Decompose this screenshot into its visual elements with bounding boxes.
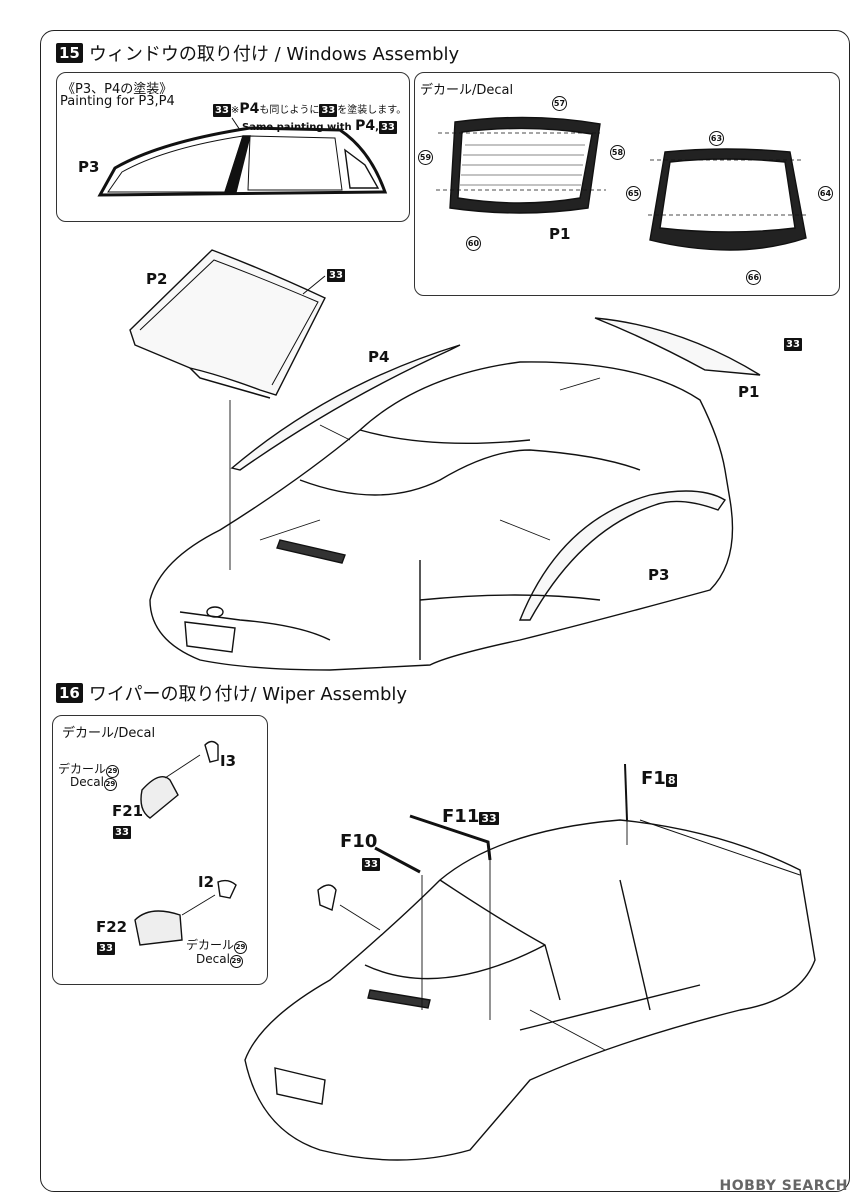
note-mid: も同じように <box>259 105 320 116</box>
part-p2-label: P2 <box>146 270 168 288</box>
paint-code-badge: 33 <box>213 104 231 117</box>
painting-note-en: Same painting with P4,33 <box>242 118 397 134</box>
part-p1-code: 33 <box>784 338 802 351</box>
car-body-step15 <box>149 361 734 671</box>
wiper-f10-drawing <box>374 846 421 874</box>
decal-57: 57 <box>552 96 567 111</box>
part-f22-label: F22 <box>96 918 128 936</box>
part-p3-drawing <box>518 490 727 621</box>
decal-59: 59 <box>418 150 433 165</box>
paint-code-badge-2: 33 <box>319 104 338 117</box>
part-f21-code: 33 <box>113 826 131 839</box>
painting-p3-drawing <box>97 117 388 197</box>
painting-part-p3: P3 <box>78 158 100 176</box>
decal-66: 66 <box>746 270 761 285</box>
antenna-f1-drawing <box>624 763 628 821</box>
part-p4-label: P4 <box>368 348 390 366</box>
painting-title-en: Painting for P3,P4 <box>60 94 175 109</box>
part-f10-label: F10 <box>340 831 378 852</box>
mirror-f21-drawing <box>140 740 219 819</box>
note-en-code: 33 <box>378 121 397 134</box>
step16-title: ワイパーの取り付け/ Wiper Assembly <box>88 684 408 705</box>
car-body-step16 <box>244 819 816 1161</box>
decal-64: 64 <box>818 186 833 201</box>
note-en-text: Same painting with <box>242 122 352 133</box>
decal-p1-window <box>436 116 606 214</box>
part-p4-drawing <box>230 344 461 471</box>
step15-title: ウィンドウの取り付け / Windows Assembly <box>88 44 460 65</box>
note-en-part: P4 <box>355 118 376 134</box>
part-f21-label: F21 <box>112 802 144 820</box>
mirror-on-car-drawing <box>317 884 337 911</box>
arrows-step15 <box>229 377 601 570</box>
note-part: P4 <box>239 101 260 117</box>
part-p1-label: P1 <box>738 383 760 401</box>
step15-number: 15 <box>56 43 83 63</box>
decal-title-mirrors: デカール/Decal <box>62 726 156 741</box>
wiper-f11-drawing <box>409 814 492 861</box>
part-p3-label: P3 <box>648 566 670 584</box>
decal-58: 58 <box>610 145 625 160</box>
mirror-f22-drawing <box>134 879 237 946</box>
decal-front-window <box>648 148 807 251</box>
part-p2-code: 33 <box>327 269 345 282</box>
decal-65: 65 <box>626 186 641 201</box>
part-f10-code: 33 <box>362 858 380 871</box>
painting-box <box>56 72 410 222</box>
watermark: HOBBY SEARCH <box>719 1178 848 1194</box>
part-i3-label: I3 <box>220 752 237 770</box>
decal-60: 60 <box>466 236 481 251</box>
note-post: を塗装します。 <box>337 105 407 116</box>
part-p1-drawing <box>594 317 761 376</box>
decal-title-windows: デカール/Decal <box>420 83 514 98</box>
painting-title-jp: 《P3、P4の塗装》 <box>62 82 173 97</box>
part-f22-code: 33 <box>97 942 115 955</box>
decal-box-windows <box>414 72 840 296</box>
arrows-step16 <box>339 820 628 1051</box>
part-p2-drawing <box>129 249 326 399</box>
note-mark: ※ <box>230 105 240 116</box>
decal-63: 63 <box>709 131 724 146</box>
page-frame <box>40 30 850 1192</box>
part-i2-label: I2 <box>198 873 215 891</box>
step16-number: 16 <box>56 683 83 703</box>
step16-heading: 16 ワイパーの取り付け/ Wiper Assembly <box>56 680 407 706</box>
decal-p1-label: P1 <box>549 225 571 243</box>
decal-box-mirrors <box>52 715 268 985</box>
step15-heading: 15 ウィンドウの取り付け / Windows Assembly <box>56 40 459 66</box>
